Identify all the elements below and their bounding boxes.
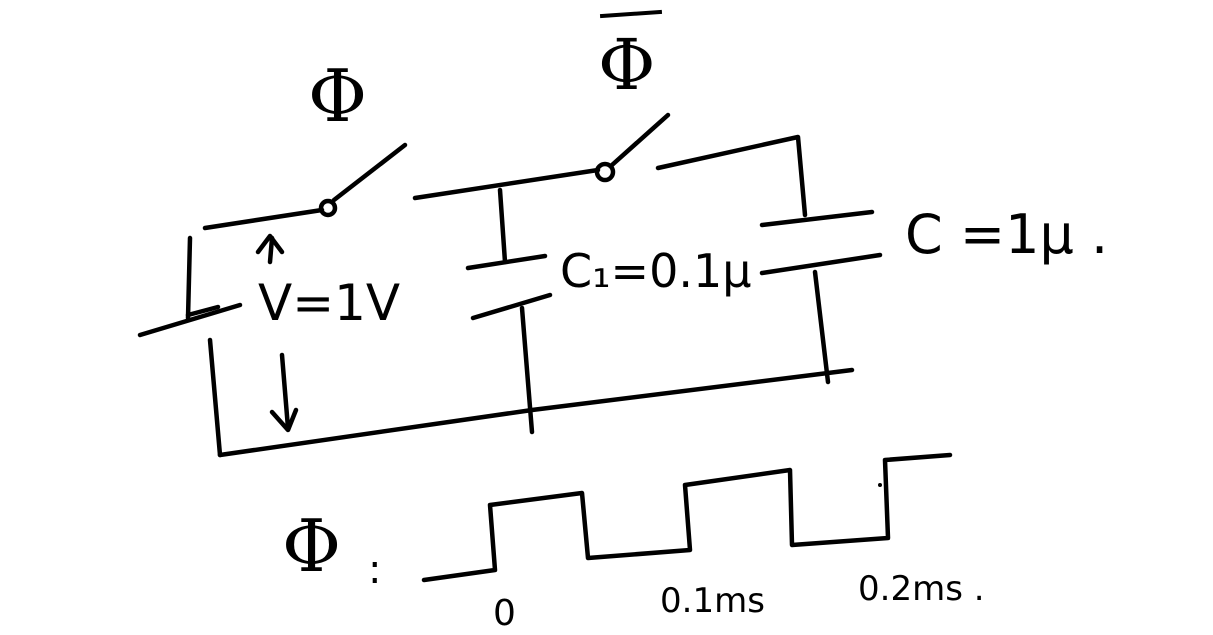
time-tick-01ms: 0.1ms bbox=[660, 581, 765, 621]
phi-switch-label: Φ bbox=[308, 54, 368, 138]
waveform-dot bbox=[878, 483, 882, 487]
battery bbox=[137, 302, 243, 338]
wire-top-right bbox=[655, 134, 808, 218]
wire-left-top bbox=[185, 235, 193, 321]
c-label: C =1μ . bbox=[905, 203, 1109, 266]
capacitor-c bbox=[759, 209, 883, 385]
wire-top-middle bbox=[412, 167, 601, 201]
time-tick-02ms: 0.2ms . bbox=[858, 569, 985, 609]
time-tick-0: 0 bbox=[493, 593, 516, 634]
clock-waveform bbox=[421, 452, 953, 583]
phi-switch bbox=[318, 142, 408, 218]
wire-top-left bbox=[202, 207, 325, 231]
voltage-label: V=1V bbox=[258, 274, 401, 332]
phibar-switch bbox=[594, 112, 671, 183]
battery-short-plate bbox=[185, 304, 221, 318]
wire-left-bottom bbox=[207, 337, 223, 458]
switch-blade bbox=[609, 112, 671, 168]
switch-pivot bbox=[318, 198, 338, 218]
c1-label: C₁=0.1μ bbox=[560, 244, 752, 298]
phibar-switch-label: Φ bbox=[598, 24, 656, 106]
battery-long-plate bbox=[137, 302, 243, 338]
capacitor-c1 bbox=[465, 187, 553, 435]
voltage-arrow bbox=[255, 233, 299, 433]
clock-phi-label: Φ bbox=[282, 504, 342, 588]
switch-blade bbox=[331, 142, 408, 203]
wire-bottom bbox=[217, 367, 855, 458]
switch-pivot bbox=[594, 161, 616, 183]
clock-colon: : bbox=[368, 547, 382, 593]
